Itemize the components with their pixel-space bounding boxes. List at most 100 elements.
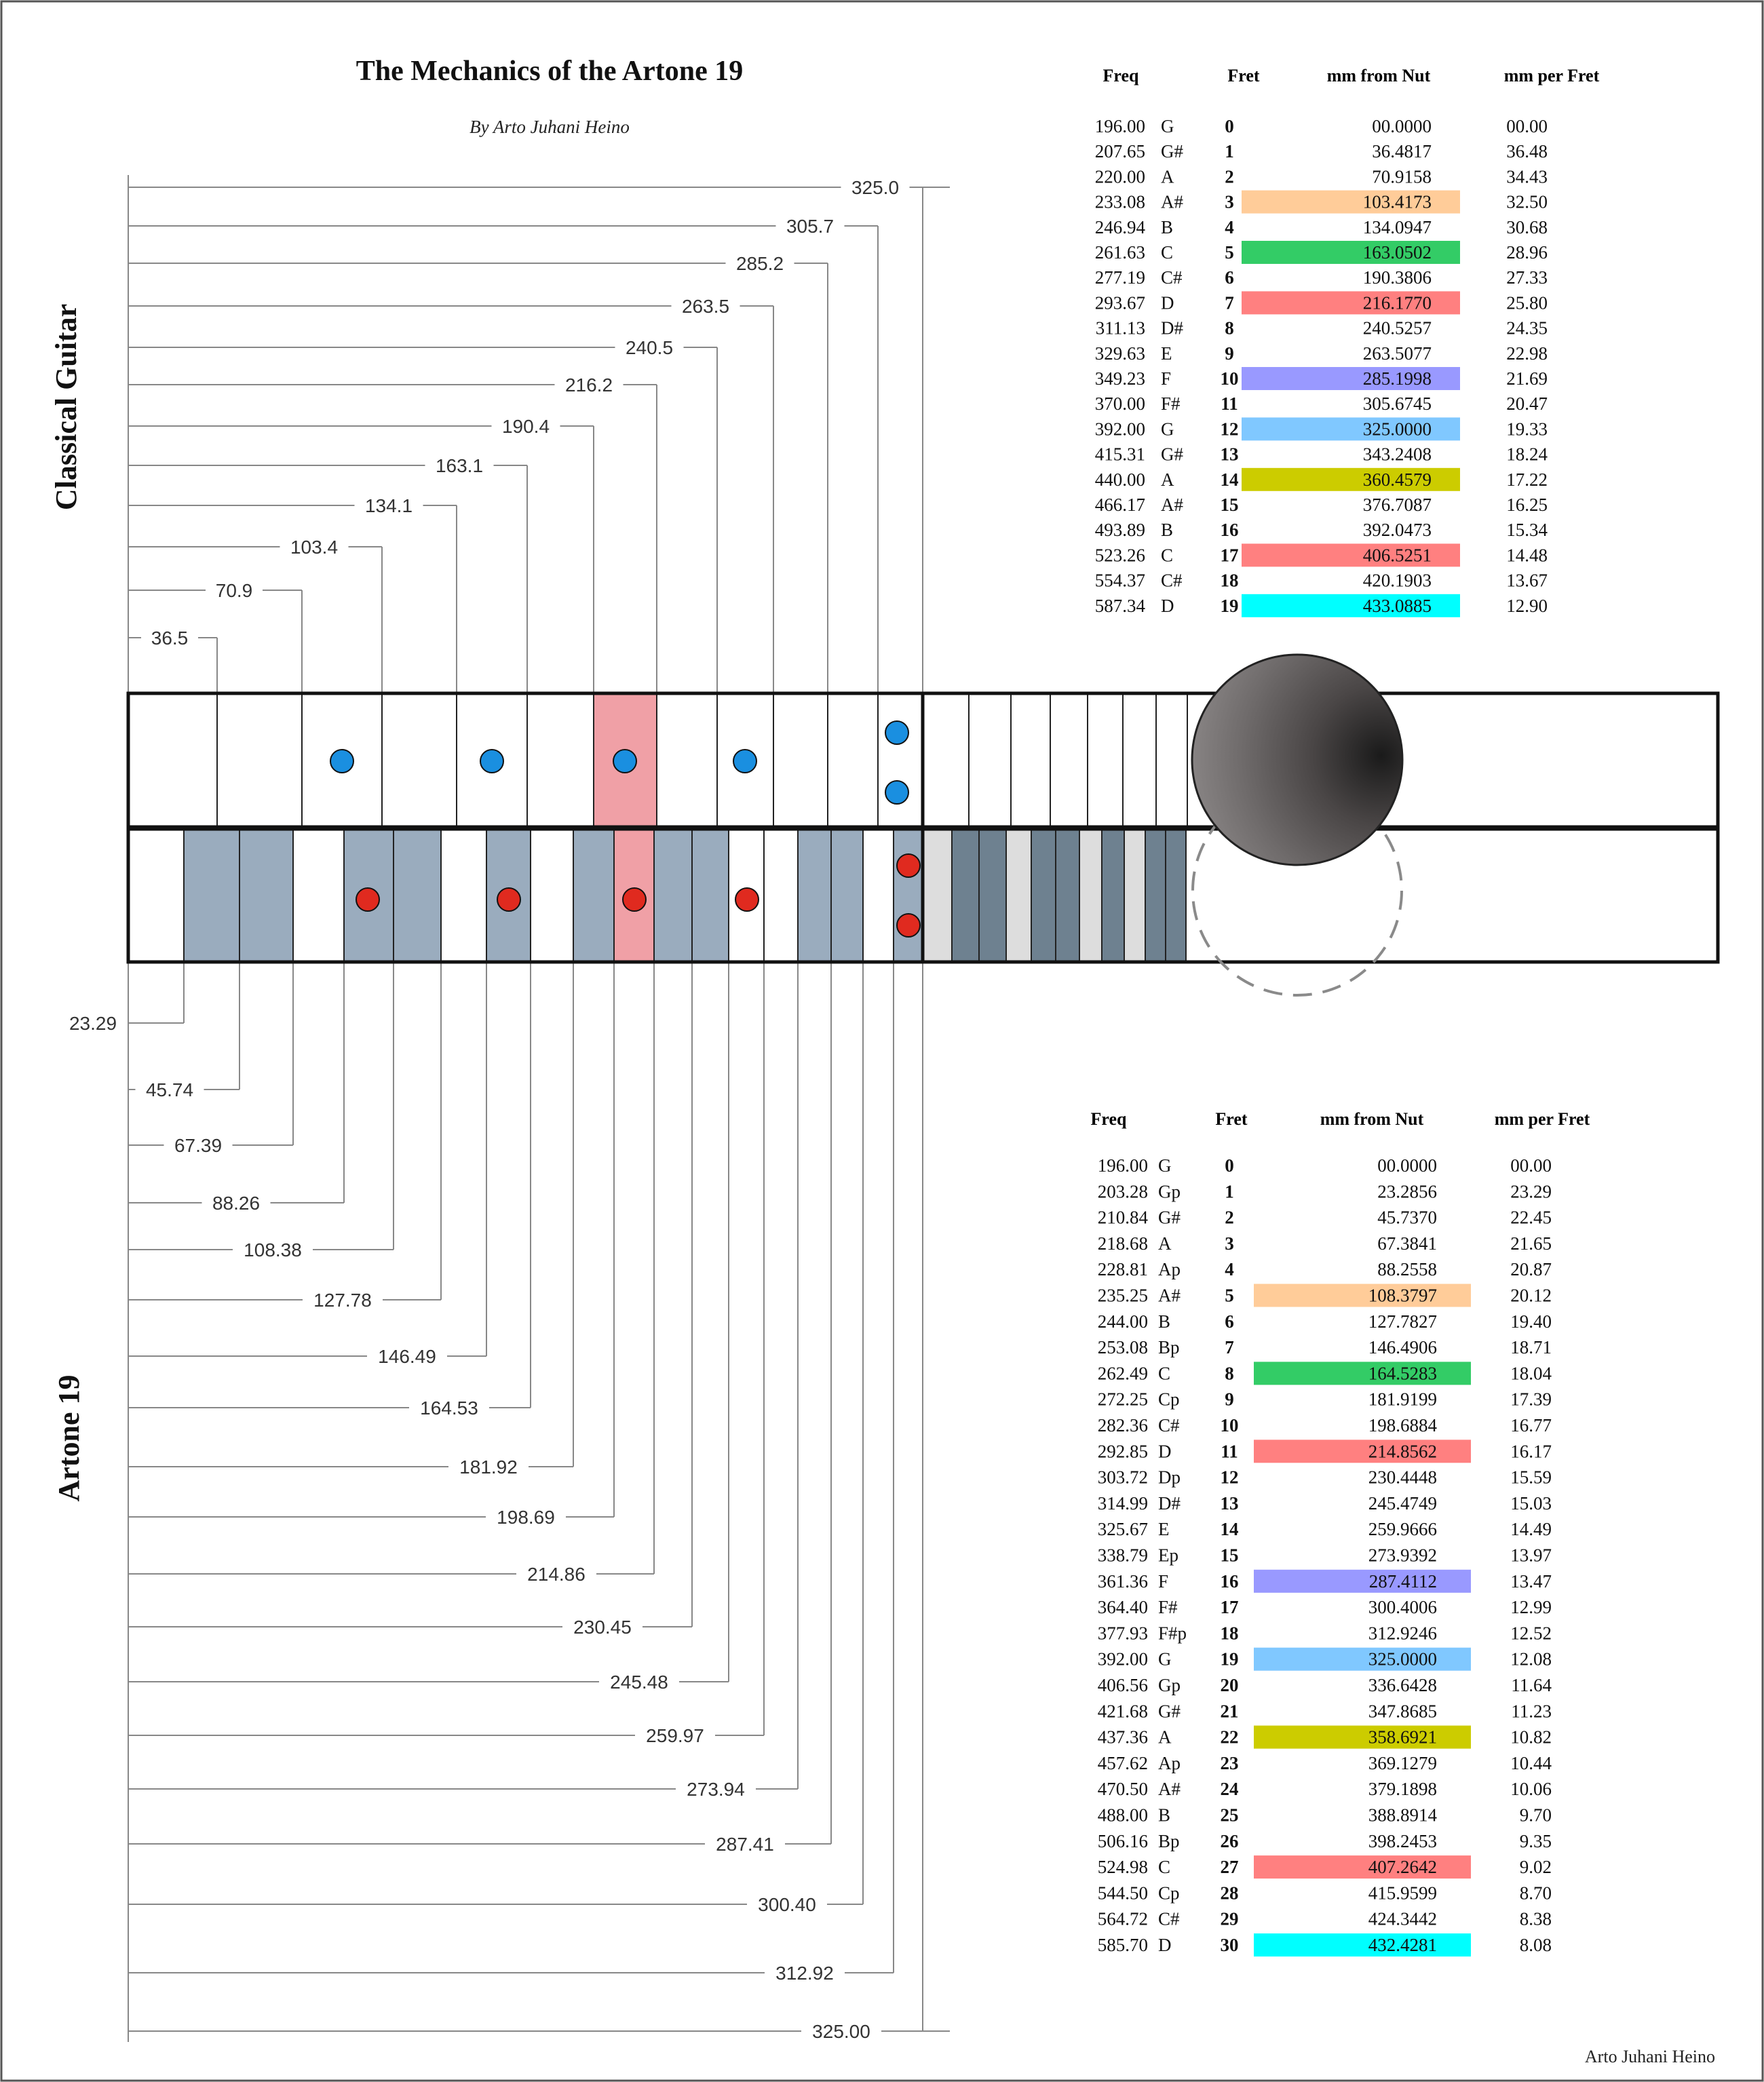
artone-cell-fret: 16 (1221, 1571, 1239, 1592)
artone-body-fret-shade (1102, 829, 1124, 962)
artone-cell-fret: 5 (1225, 1286, 1234, 1306)
guitar-cell-note: G (1161, 419, 1174, 439)
artone-cell-fret: 1 (1225, 1181, 1234, 1201)
artone-cell-note: Ap (1158, 1259, 1181, 1279)
guitar-cell-freq: 466.17 (1095, 495, 1145, 515)
artone-cell-mm-from-nut: 287.4112 (1369, 1571, 1437, 1592)
artone-cell-note: B (1158, 1311, 1170, 1332)
artone-dimension-line: 45.74 (128, 963, 240, 1100)
artone-dimension-label: 88.26 (212, 1193, 260, 1214)
guitar-row-highlight (1242, 417, 1460, 441)
guitar-row-highlight (1242, 467, 1460, 491)
artone-cell-freq: 544.50 (1098, 1883, 1148, 1903)
artone-cell-freq: 421.68 (1098, 1701, 1148, 1721)
artone-cell-note: Bp (1158, 1831, 1180, 1851)
guitar-cell-note: D (1161, 292, 1174, 313)
guitar-cell-mm-from-nut: 325.0000 (1363, 419, 1432, 439)
artone-cell-mm-from-nut: 245.4749 (1368, 1493, 1437, 1514)
artone-cell-mm-from-nut: 358.6921 (1368, 1727, 1437, 1748)
artone-fret-shading (184, 829, 1186, 962)
artone-cell-mm-per-fret: 19.40 (1510, 1311, 1552, 1332)
guitar-cell-mm-per-fret: 16.25 (1506, 495, 1548, 515)
artone-cell-mm-from-nut: 347.8685 (1368, 1701, 1437, 1721)
guitar-cell-freq: 523.26 (1095, 545, 1145, 565)
guitar-cell-mm-from-nut: 420.1903 (1363, 571, 1432, 591)
artone-cell-mm-from-nut: 214.8562 (1368, 1441, 1437, 1461)
artone-dimension-label: 108.38 (244, 1239, 302, 1260)
artone-cell-note: Gp (1158, 1675, 1181, 1695)
guitar-inlay-dot (885, 720, 909, 745)
artone-dimension-line: 164.53 (128, 963, 531, 1419)
artone-cell-note: F# (1158, 1597, 1178, 1617)
guitar-cell-freq: 349.23 (1095, 368, 1145, 389)
guitar-cell-mm-from-nut: 70.9158 (1372, 166, 1432, 187)
guitar-cell-mm-per-fret: 24.35 (1506, 318, 1548, 339)
guitar-sound-hole (1191, 653, 1404, 866)
guitar-cell-mm-per-fret: 13.67 (1506, 571, 1548, 591)
guitar-cell-mm-per-fret: 36.48 (1506, 141, 1548, 161)
artone-dimension-label: 245.48 (610, 1672, 668, 1693)
guitar-cell-mm-from-nut: 433.0885 (1363, 596, 1432, 616)
guitar-cell-mm-per-fret: 25.80 (1506, 292, 1548, 313)
guitar-cell-mm-from-nut: 406.5251 (1363, 545, 1432, 565)
artone-cell-freq: 292.85 (1098, 1441, 1148, 1461)
artone-fret-shade (573, 829, 614, 962)
artone-cell-freq: 314.99 (1098, 1493, 1148, 1514)
artone-cell-mm-from-nut: 127.7827 (1368, 1311, 1437, 1332)
artone-cell-mm-per-fret: 10.82 (1510, 1727, 1552, 1748)
guitar-dimension-label: 263.5 (682, 296, 729, 317)
guitar-cell-note: C# (1161, 267, 1183, 288)
guitar-cell-mm-per-fret: 34.43 (1506, 166, 1548, 187)
artone-row-highlight (1254, 1933, 1471, 1956)
artone-cell-note: G# (1158, 1208, 1181, 1228)
artone-dimension-lines: 23.2945.7467.3988.26108.38127.78146.4916… (69, 963, 950, 2042)
guitar-cell-fret: 13 (1221, 444, 1239, 465)
artone-cell-mm-from-nut: 230.4448 (1368, 1467, 1437, 1488)
artone-cell-note: G# (1158, 1701, 1181, 1721)
artone-cell-mm-from-nut: 23.2856 (1377, 1181, 1437, 1201)
guitar-dimension-line: 263.5 (128, 294, 774, 692)
artone-cell-fret: 14 (1221, 1519, 1239, 1539)
artone-dimension-line: 230.45 (128, 963, 693, 1638)
guitar-cell-mm-from-nut: 134.0947 (1363, 217, 1432, 237)
guitar-cell-fret: 14 (1221, 469, 1239, 490)
guitar-cell-fret: 2 (1225, 166, 1234, 187)
artone-row-highlight (1254, 1362, 1471, 1385)
guitar-cell-freq: 311.13 (1096, 318, 1145, 339)
guitar-cell-note: A (1161, 469, 1174, 490)
guitar-cell-freq: 392.00 (1095, 419, 1145, 439)
artone-dimension-line: 300.40 (128, 963, 864, 1915)
guitar-dimension-label: 305.7 (786, 216, 834, 237)
guitar-cell-fret: 12 (1221, 419, 1239, 439)
guitar-cell-fret: 4 (1225, 217, 1234, 237)
artone-cell-fret: 13 (1221, 1493, 1239, 1514)
artone-cell-fret: 11 (1221, 1441, 1238, 1461)
guitar-dimension-line: 305.7 (128, 214, 879, 692)
artone-header-freq: Freq (1091, 1109, 1127, 1129)
artone-inlay-dot (622, 887, 647, 912)
guitar-cell-mm-per-fret: 22.98 (1506, 343, 1548, 364)
artone-inlay-markers (356, 853, 921, 938)
artone-row-highlight (1254, 1440, 1471, 1463)
artone-cell-note: E (1158, 1519, 1170, 1539)
artone-cell-mm-from-nut: 325.0000 (1368, 1649, 1437, 1670)
guitar-inlay-dot (613, 749, 637, 773)
artone-cell-note: Cp (1158, 1883, 1180, 1903)
guitar-dimension-line: 285.2 (128, 251, 828, 692)
artone-cell-mm-from-nut: 67.3841 (1377, 1233, 1437, 1254)
artone-cell-mm-from-nut: 379.1898 (1368, 1779, 1437, 1799)
guitar-cell-fret: 16 (1221, 520, 1239, 540)
artone-cell-mm-from-nut: 415.9599 (1368, 1883, 1437, 1903)
artone-cell-fret: 9 (1225, 1389, 1234, 1410)
guitar-cell-note: A# (1161, 495, 1183, 515)
artone-cell-freq: 364.40 (1098, 1597, 1148, 1617)
artone-cell-freq: 392.00 (1098, 1649, 1148, 1670)
